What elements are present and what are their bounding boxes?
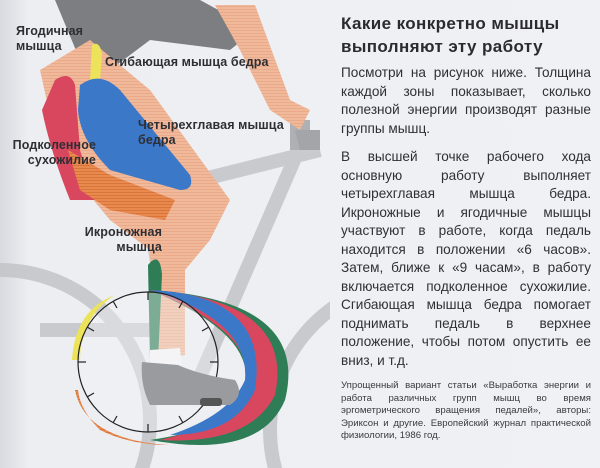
muscle-diagram-illustration (0, 0, 330, 468)
quadriceps-power-zone (150, 290, 257, 435)
article-column: Какие конкретно мышцы выполняют эту рабо… (341, 12, 591, 443)
source-citation: Упрощенный вариант статьи «Выработка эне… (341, 380, 591, 442)
label-calf: Икроножная мышца (84, 225, 162, 254)
label-gluteus: Ягодичная мышца (16, 24, 84, 53)
hip-flexor-muscle (90, 43, 102, 80)
pedal-clock-dial (77, 291, 219, 433)
article-paragraph-1: Посмотри на рисунок ниже. Толщина каждой… (341, 65, 591, 136)
label-hamstring: Подколенное сухожилие (12, 138, 96, 167)
shoe (141, 362, 239, 405)
label-hip-flexor: Сгибающая мышца бедра (105, 55, 269, 69)
rear-leg (215, 5, 310, 130)
article-paragraph-2: В высшей точке рабочего хода основную ра… (341, 149, 591, 368)
hamstring-muscle (68, 150, 175, 220)
quadriceps-muscle (78, 78, 192, 190)
cycling-muscles-figure: Ягодичная мышца Сгибающая мышца бедра Че… (0, 0, 330, 468)
label-quadriceps: Четырехглавая мышца бедра (138, 118, 284, 147)
hip-flexor-power-zone (72, 295, 115, 360)
article-heading: Какие конкретно мышцы выполняют эту рабо… (341, 14, 560, 56)
calf-muscle (148, 259, 162, 360)
pedal (200, 398, 222, 406)
